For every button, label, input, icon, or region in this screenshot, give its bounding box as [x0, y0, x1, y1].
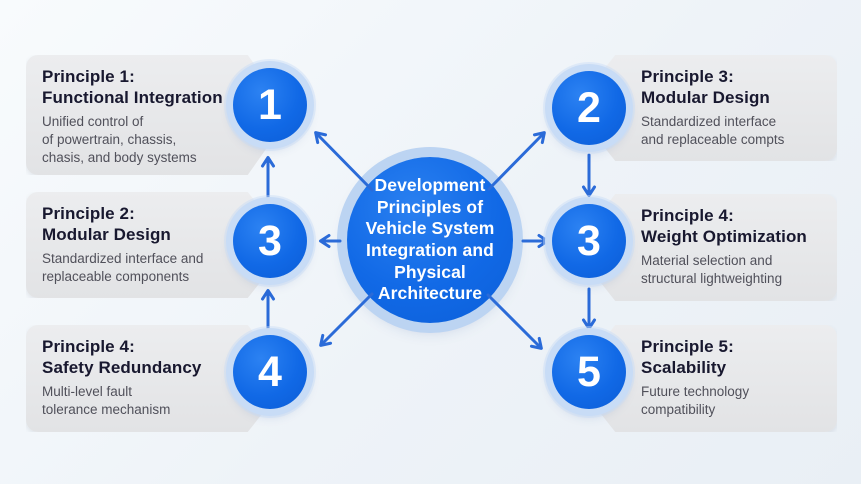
number-badge-left-4: 4	[233, 335, 307, 409]
card-name: Modular Design	[641, 87, 770, 107]
card-description: Material selection and structural lightw…	[641, 253, 783, 287]
card-name: Safety Redundancy	[42, 357, 202, 377]
arrow-center-to-right5	[486, 293, 543, 350]
card-description: Future technology compatibility	[641, 384, 750, 418]
card-title: Principle 1: Functional Integration	[42, 67, 282, 108]
card-name: Scalability	[641, 357, 727, 377]
center-hub-circle: Development Principles of Vehicle System…	[347, 157, 513, 323]
card-label: Principle 5:	[641, 337, 734, 356]
arrow-center-to-right2	[487, 131, 546, 191]
card-label: Principle 2:	[42, 204, 135, 223]
number-badge-right-2: 2	[552, 71, 626, 145]
principle-card-scalability: Principle 5: Scalability Future technolo…	[573, 325, 837, 432]
card-title: Principle 4: Weight Optimization	[641, 206, 829, 247]
number-badge-right-3: 3	[552, 204, 626, 278]
card-label: Principle 1:	[42, 67, 135, 86]
center-hub-title: Development Principles of Vehicle System…	[365, 174, 495, 304]
card-name: Functional Integration	[42, 87, 223, 107]
card-description: Standardized interface and replaceable c…	[42, 251, 204, 285]
card-name: Modular Design	[42, 224, 171, 244]
number-badge-right-5: 5	[552, 335, 626, 409]
number-badge-left-1: 1	[233, 68, 307, 142]
card-name: Weight Optimization	[641, 226, 807, 246]
card-label: Principle 3:	[641, 67, 734, 86]
card-label: Principle 4:	[641, 206, 734, 225]
card-label: Principle 4:	[42, 337, 135, 356]
card-description: Multi-level fault tolerance mechanism	[42, 384, 171, 418]
card-title: Principle 2: Modular Design	[42, 204, 282, 245]
arrow-center-to-left1	[314, 131, 374, 192]
card-title: Principle 5: Scalability	[641, 337, 829, 378]
card-description: Standardized interface and replaceable c…	[641, 114, 785, 148]
number-badge-left-3: 3	[233, 204, 307, 278]
card-description: Unified control of of powertrain, chassi…	[42, 114, 197, 165]
card-title: Principle 4: Safety Redundancy	[42, 337, 282, 378]
arrow-center-to-left4	[319, 292, 374, 347]
card-title: Principle 3: Modular Design	[641, 67, 829, 108]
